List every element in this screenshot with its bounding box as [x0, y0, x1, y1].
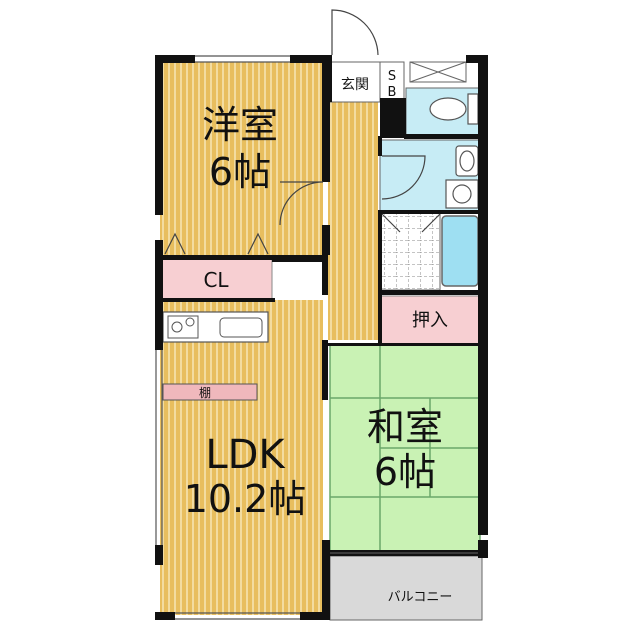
entrance-door: [331, 9, 379, 56]
corridor-floor: [328, 100, 378, 340]
kitchen-counter: [162, 311, 269, 343]
tatami-lines: [330, 345, 480, 552]
bath-floor: [379, 211, 441, 291]
western-room-floor: [160, 62, 323, 258]
stove-burner: [171, 321, 183, 333]
shelf: [162, 383, 258, 401]
japanese-room-size: 6帖: [374, 450, 436, 494]
shoe-box-label-b: B: [388, 85, 397, 100]
ldk-size: 10.2帖: [184, 477, 307, 521]
entrance-floor: [329, 61, 381, 103]
shoe-box-label-s: S: [388, 69, 396, 84]
doors: [164, 9, 441, 255]
ldk-name: LDK: [205, 432, 286, 478]
entrance-label: 玄関: [341, 76, 369, 93]
shoe-box: [379, 61, 405, 103]
shelf-label: 棚: [199, 385, 211, 400]
west-room-door: [279, 181, 324, 226]
utility-box: [409, 61, 467, 83]
western-room-name: 洋室: [202, 103, 278, 147]
windows: [155, 55, 478, 620]
closet: [159, 257, 273, 301]
washbasin-icon: [455, 145, 479, 177]
balcony-floor: [329, 555, 483, 621]
bathtub: [441, 215, 479, 287]
bath-door: [381, 213, 441, 233]
ldk-floor: [160, 300, 323, 615]
washing-machine-icon: [445, 179, 479, 209]
closet-door: [247, 232, 269, 255]
toilet-icon: [429, 93, 479, 125]
stove-burner: [185, 317, 195, 327]
washroom-door: [381, 155, 426, 200]
western-room-size: 6帖: [209, 150, 271, 194]
kitchen-sink: [219, 317, 263, 338]
balcony-label: バルコニー: [388, 590, 453, 605]
closet-label: CL: [203, 268, 229, 292]
oshiire-label: 押入: [412, 310, 448, 331]
japanese-room-name: 和室: [367, 405, 443, 449]
closet-door: [164, 232, 186, 255]
